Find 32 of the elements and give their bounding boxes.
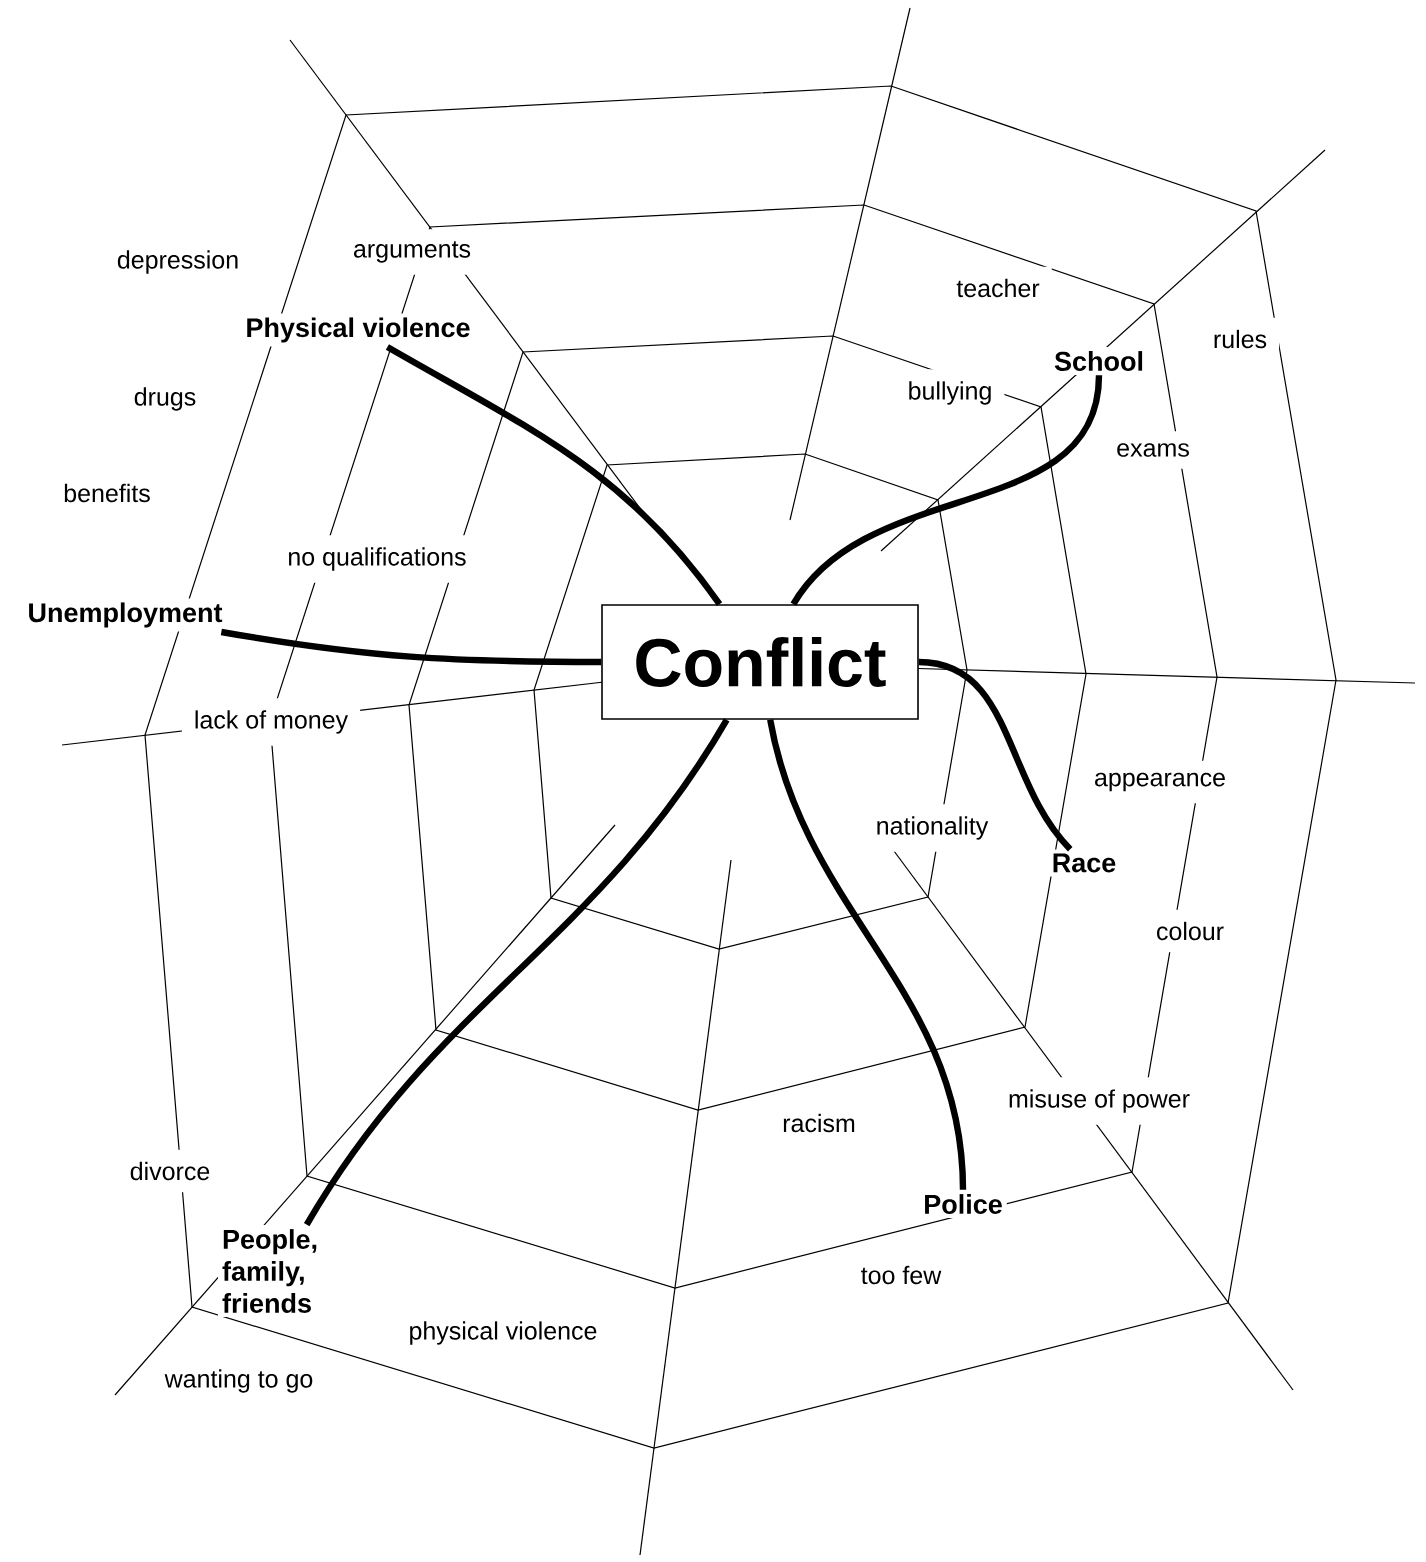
connector-curve: [790, 374, 1103, 607]
web-label: colour: [1143, 909, 1237, 953]
category-label: Race: [1047, 849, 1121, 877]
connector-curve: [385, 344, 723, 607]
web-label: teacher: [944, 266, 1052, 310]
web-label: wanting to go: [152, 1357, 326, 1405]
web-label: arguments: [340, 229, 484, 275]
web-label: appearance: [1082, 760, 1239, 804]
connector-curve: [918, 658, 1073, 852]
web-label: depression: [104, 238, 252, 286]
web-label: drugs: [121, 375, 209, 423]
connector-curve: [304, 718, 730, 1227]
web-label: divorce: [117, 1149, 223, 1193]
category-label: People, family, friends: [218, 1225, 342, 1317]
connector-curve: [220, 628, 602, 666]
web-label: no qualifications: [275, 535, 479, 583]
web-label: lack of money: [181, 698, 361, 746]
web-label: nationality: [863, 804, 1001, 852]
web-label: misuse of power: [996, 1077, 1202, 1125]
category-label: Physical violence: [241, 313, 475, 347]
web-label: benefits: [51, 471, 163, 515]
web-label: too few: [848, 1253, 954, 1297]
web-label: bullying: [895, 369, 1005, 417]
web-label: physical violence: [396, 1309, 610, 1357]
category-label: School: [1050, 347, 1148, 375]
web-label: exams: [1104, 431, 1202, 469]
category-label: Unemployment: [23, 598, 227, 632]
category-label: Police: [919, 1190, 1007, 1218]
title-box: Conflict: [601, 604, 919, 720]
connector-curve: [767, 719, 967, 1190]
web-label: racism: [770, 1101, 868, 1145]
web-label: rules: [1200, 317, 1280, 361]
